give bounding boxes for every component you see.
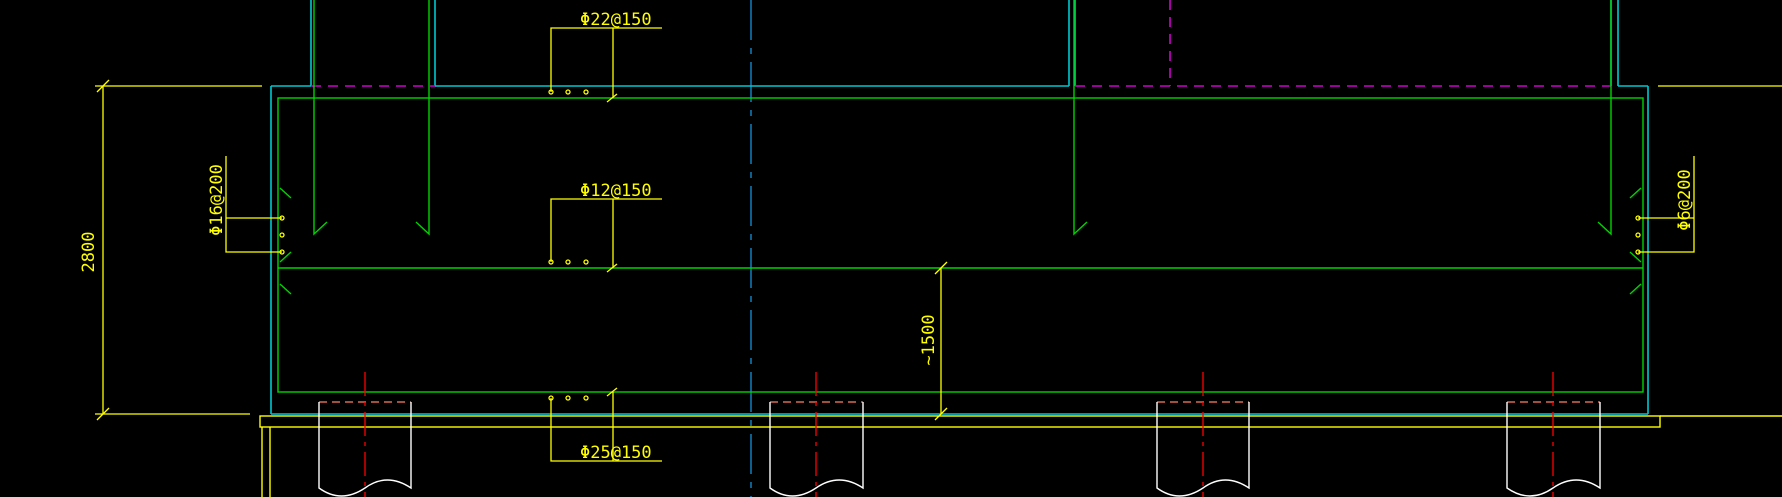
upper-walls [271, 0, 1648, 87]
top-rebar-leader [548, 27, 662, 103]
dimension-lower [934, 261, 948, 421]
middle-rebar-leader [548, 198, 662, 273]
dimension-overall [95, 79, 1782, 421]
middle-rebar-label: Φ12@150 [580, 181, 652, 201]
pile-3 [1156, 372, 1250, 497]
bottom-rebar-leader [548, 387, 662, 462]
left-side-rebar-leader [225, 156, 285, 255]
right-side-rebar-label: Φ6@200 [1675, 169, 1695, 230]
foundation-slab-outline [270, 86, 1649, 415]
top-rebar-label: Φ22@150 [580, 10, 652, 30]
dimension-overall-label: 2800 [79, 232, 99, 273]
base-layer [259, 415, 1782, 497]
pile-4 [1506, 372, 1601, 497]
left-side-rebar-label: Φ16@200 [207, 164, 227, 236]
pile-1 [318, 372, 412, 497]
dimension-lower-label: ~1500 [919, 314, 939, 365]
right-side-rebar-leader [1635, 156, 1695, 255]
hidden-lines [311, 0, 1611, 87]
rebar-lines [277, 0, 1644, 393]
bottom-rebar-label: Φ25@150 [580, 443, 652, 463]
pile-2 [769, 372, 864, 497]
